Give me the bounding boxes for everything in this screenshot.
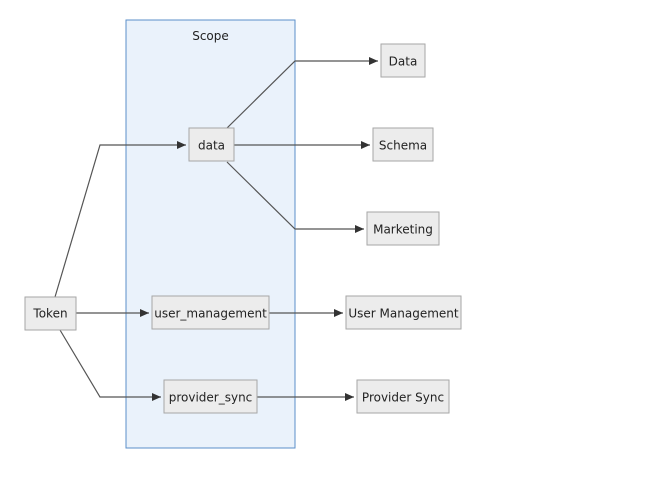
edge-data-marketing — [226, 161, 364, 233]
node-schema: Schema — [372, 127, 434, 162]
edge-token-provider-sync — [59, 329, 161, 401]
scope-cluster: Scope — [125, 19, 296, 449]
node-provider-sync: provider_sync — [163, 379, 258, 414]
node-marketing-label: Marketing — [373, 223, 433, 237]
node-provider-sync-label: provider_sync — [169, 391, 253, 405]
node-data-target: Data — [380, 43, 426, 78]
edges-layer — [54, 57, 378, 401]
node-data: data — [188, 127, 235, 162]
node-user-management-target-label: User Management — [348, 307, 459, 321]
node-user-management-label: user_management — [154, 307, 267, 321]
edge-token-data — [54, 141, 186, 298]
node-data-target-label: Data — [389, 55, 418, 69]
edge-data-data-target — [226, 57, 378, 129]
scope-cluster-label: Scope — [192, 29, 229, 43]
node-user-management: user_management — [151, 295, 270, 330]
node-provider-sync-target: Provider Sync — [356, 379, 450, 414]
node-data-label: data — [198, 139, 225, 153]
node-provider-sync-target-label: Provider Sync — [362, 391, 444, 405]
node-marketing: Marketing — [366, 211, 440, 246]
node-user-management-target: User Management — [345, 295, 462, 330]
node-token-label: Token — [32, 307, 67, 321]
node-schema-label: Schema — [379, 139, 427, 153]
node-token: Token — [24, 296, 77, 331]
